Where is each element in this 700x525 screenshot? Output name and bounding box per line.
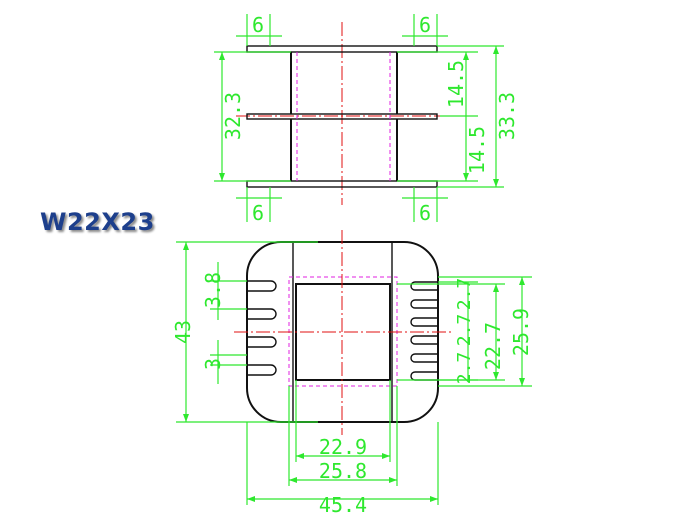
arrowhead (219, 52, 225, 60)
dim-right-overall-height: 33.3 (495, 92, 519, 140)
arrowhead (463, 52, 469, 60)
middle-flange (246, 113, 438, 120)
dim-left-height: 32.3 (221, 92, 245, 140)
left-pin-slot (247, 364, 277, 376)
top-view-arrowheads (219, 46, 499, 187)
arrowhead (219, 173, 225, 181)
arrowhead (289, 477, 297, 483)
front-view: 43 3.8 3 2.7 2.7 2.7 22.7 25.9 22.9 (171, 230, 533, 517)
dim-right-pin-pitch-upper: 2.7 (454, 278, 475, 311)
arrowhead (430, 496, 438, 502)
dim-outer-window-width: 25.8 (319, 459, 367, 483)
dim-right-pin-pitch-mid: 2.7 (454, 314, 475, 347)
arrowhead (519, 277, 525, 285)
top-flange (246, 45, 438, 53)
right-pin-slot (410, 317, 438, 327)
dim-overall-width: 45.4 (319, 493, 367, 517)
dim-window-height: 22.7 (481, 322, 505, 370)
dim-lower-section: 14.5 (465, 126, 489, 174)
dim-bottom-right-width: 6 (419, 201, 431, 225)
arrowhead (493, 284, 499, 292)
left-pin-slot (247, 336, 277, 348)
right-pin-slot (410, 299, 438, 309)
dim-top-right-width: 6 (419, 13, 431, 37)
dim-upper-section: 14.5 (444, 60, 468, 108)
left-pin-slot (247, 308, 277, 320)
dim-top-left-width: 6 (252, 13, 264, 37)
right-pin-slot (410, 281, 438, 291)
arrowhead (389, 477, 397, 483)
part-title: W22X23 (40, 208, 155, 236)
dim-left-pin-pitch: 3.8 (201, 272, 225, 308)
bottom-flange (246, 180, 438, 188)
dim-window-width: 22.9 (319, 435, 367, 459)
right-pin-slot (410, 353, 438, 363)
dim-bottom-left-width: 6 (252, 201, 264, 225)
arrowhead (493, 179, 499, 187)
arrowhead (382, 453, 390, 459)
right-pin-slot (410, 335, 438, 345)
arrowhead (183, 242, 189, 250)
arrowhead (493, 372, 499, 380)
arrowhead (519, 378, 525, 386)
dim-front-overall-height: 43 (171, 320, 195, 344)
right-pin-slot (410, 371, 438, 381)
arrowhead (296, 453, 304, 459)
arrowhead (493, 46, 499, 54)
arrowhead (463, 173, 469, 181)
left-pin-slot (247, 280, 277, 292)
arrowhead (247, 496, 255, 502)
dim-left-pin-width: 3 (201, 358, 225, 370)
dim-outer-window-height: 25.9 (509, 308, 533, 356)
top-view: 6 6 6 6 32.3 14.5 14.5 33.3 (214, 13, 519, 225)
arrowhead (183, 414, 189, 422)
dim-right-pin-pitch-lower: 2.7 (454, 352, 475, 385)
